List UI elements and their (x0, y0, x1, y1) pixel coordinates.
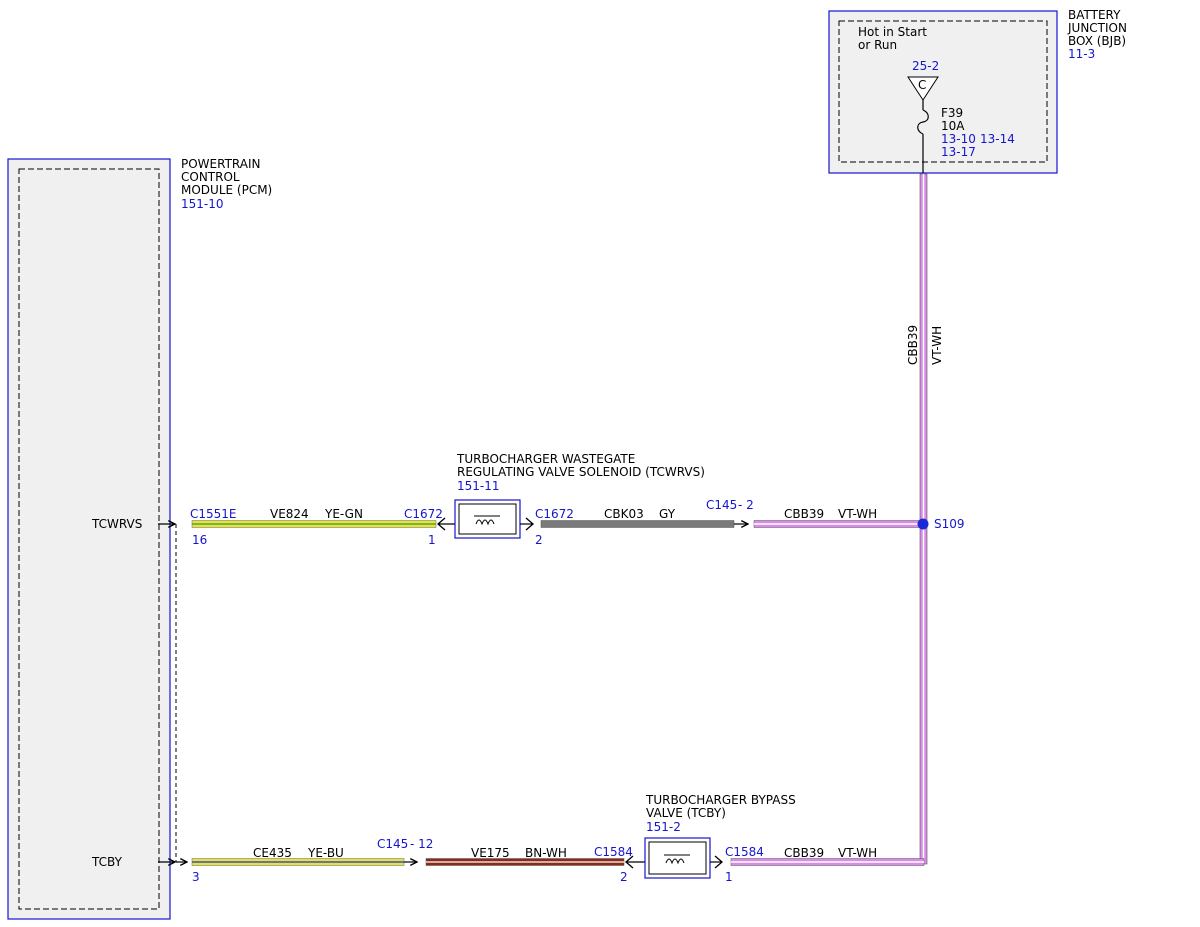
c145-connector-top[interactable]: C145 (706, 498, 737, 512)
valve-connector-left[interactable]: C1584 (594, 845, 633, 859)
c145-pin-top: - 2 (738, 498, 754, 512)
valve-name-line-2: VALVE (TCBY) (646, 806, 726, 820)
pcm-name-line-2: CONTROL (181, 170, 240, 184)
powertrain-control-module[interactable] (7, 158, 171, 920)
vertical-wire-circuit: CBB39 (906, 325, 920, 365)
fuse-symbol (917, 109, 929, 135)
tcwrvs-solenoid-inner (458, 503, 517, 535)
bjb-inner-dashed (838, 20, 1048, 163)
coil-icon (474, 515, 500, 526)
bjb-connector-letter: C (918, 78, 926, 92)
valve-coil-icon (664, 854, 690, 865)
wire-ce435-circuit: CE435 (253, 846, 292, 860)
bjb-outline (828, 10, 1058, 174)
wire-cbb39-top-color: VT-WH (838, 507, 877, 521)
wire-ve824[interactable] (191, 520, 437, 528)
pcm-name-line-3: MODULE (PCM) (181, 183, 272, 197)
wire-cbk03-color: GY (659, 507, 676, 521)
valve-name-line-1: TURBOCHARGER BYPASS (645, 793, 796, 807)
bjb-name-line-1: BATTERY (1068, 8, 1121, 22)
bjb-name-line-2: JUNCTION (1067, 21, 1127, 35)
fuse-rating: 10A (941, 119, 965, 133)
splice-dot[interactable] (917, 518, 929, 530)
tcwrvs-solenoid[interactable] (454, 499, 521, 539)
wire-cbb39-top[interactable] (753, 520, 925, 528)
pcm-name-line-1: POWERTRAIN (181, 157, 261, 171)
bjb-hot-line-2: or Run (858, 38, 897, 52)
vertical-wire-color: VT-WH (930, 326, 944, 365)
wire-cbb39-bottom-circuit: CBB39 (784, 846, 824, 860)
solenoid-pin-right: 2 (535, 533, 543, 547)
wire-cbb39-bottom[interactable] (730, 858, 925, 866)
pcm-pin-tcwrvs: TCWRVS (91, 517, 142, 531)
solenoid-connector-left[interactable]: C1672 (404, 507, 443, 521)
fuse-name: F39 (941, 106, 963, 120)
tcwrvs-pcm-connector[interactable]: C1551E (190, 507, 237, 521)
wire-cbk03-circuit: CBK03 (604, 507, 644, 521)
wire-ve824-color: YE-GN (324, 507, 363, 521)
wire-ve175-color: BN-WH (525, 846, 567, 860)
solenoid-name-line-2: REGULATING VALVE SOLENOID (TCWRVS) (457, 465, 705, 479)
bjb-ref[interactable]: 11-3 (1068, 47, 1095, 61)
c145-pin-bottom: - 12 (410, 837, 433, 851)
valve-pin-right: 1 (725, 870, 733, 884)
wire-ce435[interactable] (191, 858, 405, 866)
solenoid-right-arrow (525, 517, 534, 531)
fuse-ref-2[interactable]: 13-14 (980, 132, 1015, 146)
wire-ve824-circuit: VE824 (270, 507, 309, 521)
battery-junction-box[interactable] (828, 10, 1058, 174)
solenoid-ref[interactable]: 151-11 (457, 479, 500, 493)
bjb-hot-line-1: Hot in Start (858, 25, 927, 39)
fuse-ref-1[interactable]: 13-10 (941, 132, 976, 146)
solenoid-connector-right[interactable]: C1672 (535, 507, 574, 521)
wire-cbb39-top-circuit: CBB39 (784, 507, 824, 521)
solenoid-name-line-1: TURBOCHARGER WASTEGATE (456, 452, 635, 466)
wire-cbk03[interactable] (540, 520, 735, 528)
tcby-pcm-pin: 3 (192, 870, 200, 884)
tcwrvs-pcm-pin: 16 (192, 533, 207, 547)
pcm-pin-tcby: TCBY (91, 855, 123, 869)
valve-right-arrow (714, 855, 723, 869)
wire-ve175[interactable] (425, 858, 625, 866)
bjb-name-line-3: BOX (BJB) (1068, 34, 1126, 48)
solenoid-pin-left: 1 (428, 533, 436, 547)
valve-pin-left: 2 (620, 870, 628, 884)
pcm-inner-dashed (18, 168, 160, 910)
pcm-outline (7, 158, 171, 920)
wire-cbb39-bottom-color: VT-WH (838, 846, 877, 860)
splice-label[interactable]: S109 (934, 517, 965, 531)
c145-connector-bottom[interactable]: C145 (377, 837, 408, 851)
tcby-valve[interactable] (644, 837, 711, 879)
bjb-connector-ref[interactable]: 25-2 (912, 59, 939, 73)
pcm-ref[interactable]: 151-10 (181, 197, 224, 211)
valve-connector-right[interactable]: C1584 (725, 845, 764, 859)
tcby-valve-inner (648, 841, 707, 875)
fuse-ref-3[interactable]: 13-17 (941, 145, 976, 159)
bjb-connector-symbol (907, 76, 939, 101)
valve-ref[interactable]: 151-2 (646, 820, 681, 834)
wire-ve175-circuit: VE175 (471, 846, 510, 860)
wire-ce435-color: YE-BU (307, 846, 344, 860)
wire-cbk03-base (540, 520, 735, 528)
